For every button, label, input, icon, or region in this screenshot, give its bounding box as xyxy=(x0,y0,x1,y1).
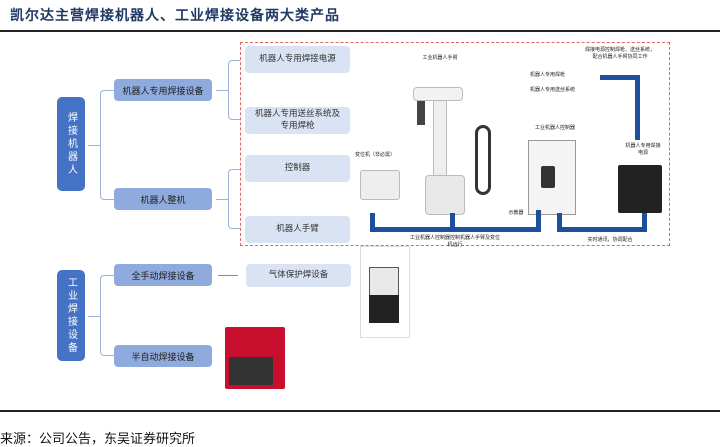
leaf-gas-shielded-welding: 气体保护焊设备 xyxy=(246,264,351,287)
power-source-image xyxy=(618,165,662,213)
label-pendant: 示教器 xyxy=(508,210,524,216)
flow-arrow xyxy=(557,213,562,231)
label-controller-note: 工业机器人控制器控制机器人手臂及变位机运行 xyxy=(410,235,501,248)
root-industrial-welding: 工业焊接设备 xyxy=(57,270,85,361)
page-title: 凯尔达主营焊接机器人、工业焊接设备两大类产品 xyxy=(10,8,340,24)
root-welding-robot: 焊接机器人 xyxy=(57,97,85,191)
title-divider xyxy=(0,30,720,32)
connector xyxy=(228,169,240,229)
robot-components-frame xyxy=(240,42,670,246)
flow-arrow xyxy=(600,75,640,80)
flow-arrow xyxy=(557,227,647,232)
branch-robot-welding-equipment: 机器人专用焊接设备 xyxy=(114,79,212,101)
torch-cable-image xyxy=(475,125,491,195)
positioner-image xyxy=(360,170,400,200)
flow-arrow xyxy=(370,227,540,232)
label-wire-feed: 机器人专用送丝系统 xyxy=(530,87,576,93)
leaf-robot-arm: 机器人手臂 xyxy=(245,216,350,243)
label-comm-note: 实时通讯，协调配合 xyxy=(587,237,633,243)
label-arm: 工业机器人手臂 xyxy=(422,55,458,61)
connector xyxy=(88,145,100,146)
controller-image xyxy=(528,140,576,215)
flow-arrow xyxy=(642,213,647,231)
label-power: 机器人专用焊接电源 xyxy=(625,143,661,156)
gas-welder-image xyxy=(360,246,410,338)
label-power-note: 焊接电源控制焊枪、送丝系统，配合机器人手臂协同工作 xyxy=(585,47,656,60)
connector xyxy=(216,90,228,91)
connector xyxy=(216,199,228,200)
source-note: 来源：公司公告，东吴证券研究所 xyxy=(0,432,196,447)
connector xyxy=(100,90,114,200)
leaf-controller: 控制器 xyxy=(245,155,350,182)
connector xyxy=(228,60,240,120)
branch-robot-machine: 机器人整机 xyxy=(114,188,212,210)
flow-arrow xyxy=(450,213,455,231)
label-torch: 机器人专用焊枪 xyxy=(530,72,566,78)
semi-auto-welder-image xyxy=(217,317,293,397)
connector xyxy=(100,275,114,356)
robot-system-photo: 工业机器人手臂 机器人专用焊枪 机器人专用送丝系统 变位机（非必需） 工业机器人… xyxy=(355,45,667,248)
flow-arrow xyxy=(536,210,541,232)
arrow xyxy=(218,275,238,276)
branch-manual-welding: 全手动焊接设备 xyxy=(114,264,212,286)
flow-arrow xyxy=(635,75,640,140)
label-positioner: 变位机（非必需） xyxy=(355,152,396,158)
branch-semi-auto-welding: 半自动焊接设备 xyxy=(114,345,212,367)
robot-arm-image xyxy=(413,65,473,215)
leaf-power-source: 机器人专用焊接电源 xyxy=(245,46,350,73)
flow-arrow xyxy=(370,213,375,231)
source-divider xyxy=(0,410,720,412)
connector xyxy=(88,316,100,317)
label-controller: 工业机器人控制器 xyxy=(534,125,575,131)
leaf-wire-feed-torch: 机器人专用送丝系统及专用焊枪 xyxy=(245,107,350,134)
